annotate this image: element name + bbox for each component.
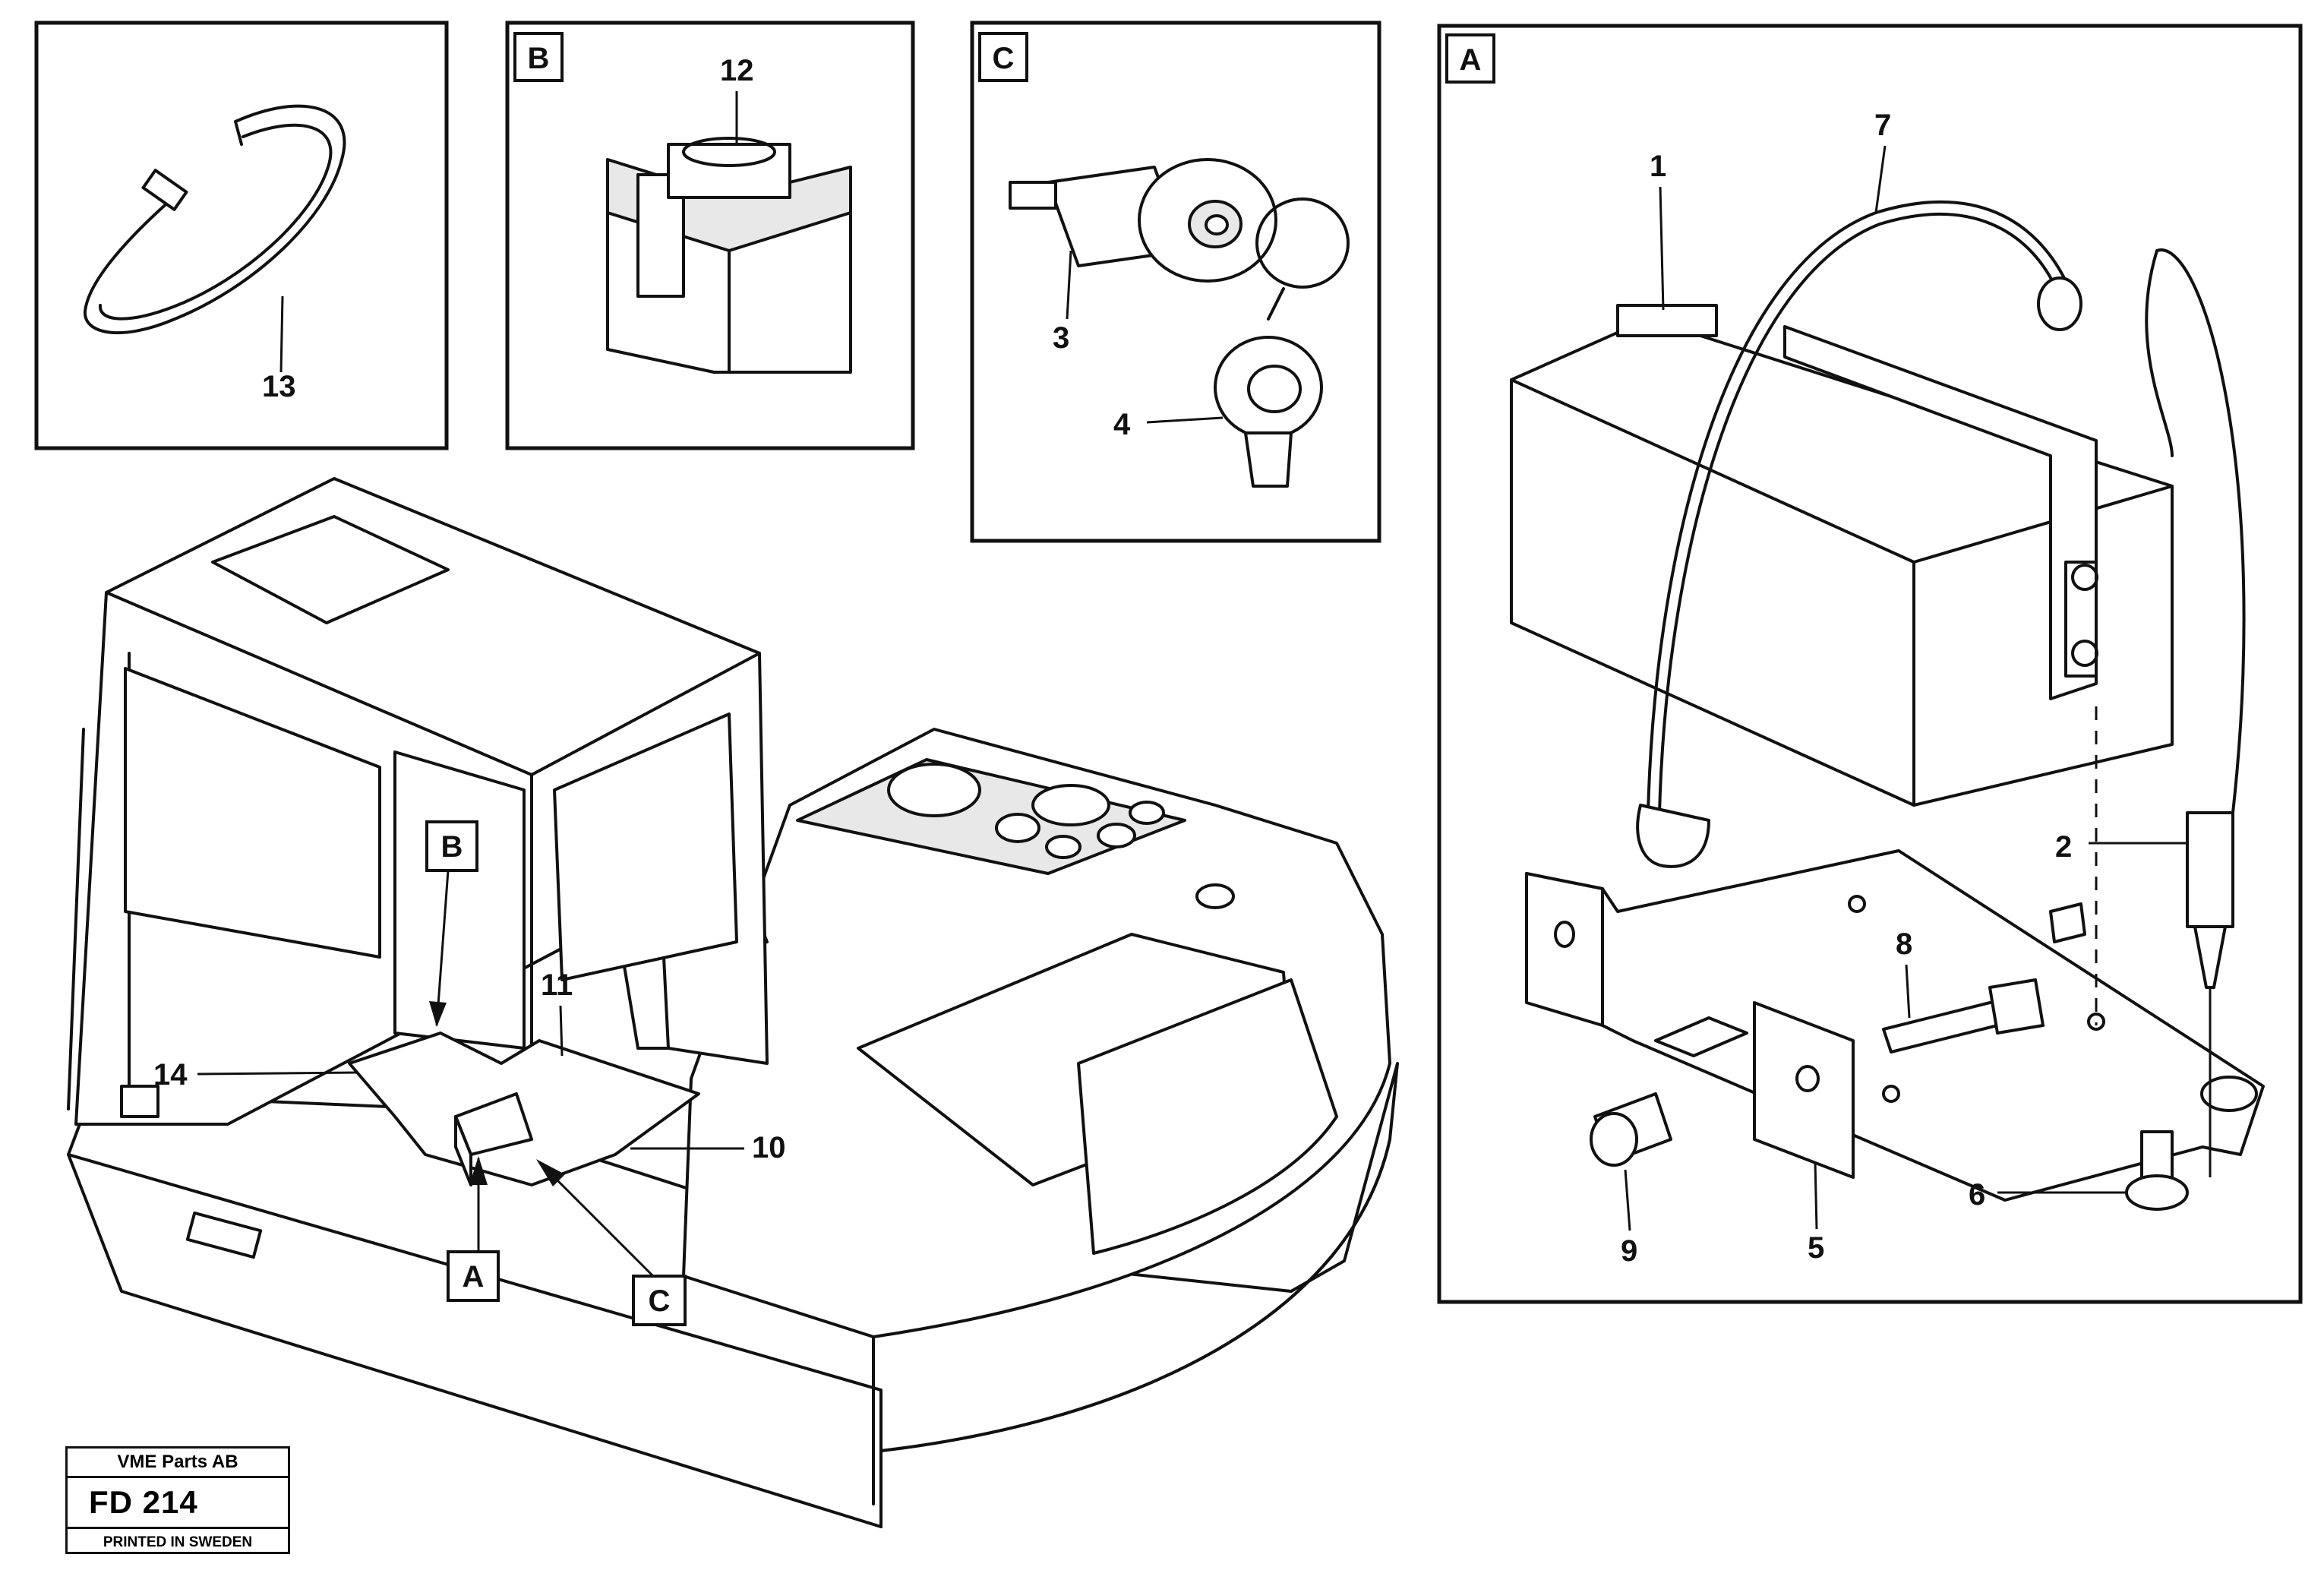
- callout-5: 5: [1808, 1231, 1824, 1265]
- cable-tie-drawing: [83, 104, 346, 335]
- callout-7: 7: [1874, 109, 1891, 142]
- callout-6: 6: [1969, 1178, 1985, 1212]
- bolt-8-drawing: [1882, 902, 2086, 1054]
- detail-tag-b: B: [528, 42, 550, 75]
- overview-tag-b: B: [441, 830, 463, 864]
- overview-tag-a-box: [447, 1250, 500, 1302]
- callout-10: 10: [752, 1131, 786, 1164]
- overview-tag-c-box: [632, 1275, 687, 1326]
- callout-11: 11: [541, 968, 573, 1002]
- callout-8: 8: [1896, 927, 1912, 961]
- overview-tag-c: C: [649, 1284, 671, 1318]
- drawing-number: FD 214: [68, 1478, 288, 1529]
- battery-drawing: [1510, 304, 2174, 807]
- sensor-cable-drawing: [2145, 248, 2246, 989]
- callout-9: 9: [1621, 1234, 1637, 1268]
- callout-4: 4: [1113, 408, 1131, 441]
- title-block: VME Parts AB FD 214 PRINTED IN SWEDEN: [65, 1446, 290, 1554]
- nut-9-drawing: [1590, 1092, 1672, 1167]
- panel-c-socket: C 3 4: [970, 21, 1381, 543]
- detail-tag-c: C: [993, 42, 1015, 75]
- panel-b-relay: B 12: [505, 21, 915, 450]
- company-name: VME Parts AB: [68, 1449, 288, 1478]
- socket-drawing: [1009, 158, 1350, 488]
- detail-tag-a: A: [1460, 43, 1482, 77]
- callout-12: 12: [720, 54, 754, 87]
- panel-a-battery: A: [1437, 24, 2303, 1304]
- excavator-overview: [67, 477, 1399, 1528]
- printed-note: PRINTED IN SWEDEN: [103, 1534, 253, 1550]
- ground-cable-drawing: [1636, 201, 2082, 868]
- overview-callouts: B A C 14 11 10: [153, 820, 786, 1326]
- relay-drawing: [606, 137, 852, 374]
- callout-2: 2: [2055, 830, 2072, 864]
- callout-13: 13: [262, 370, 296, 403]
- callout-14: 14: [153, 1058, 188, 1092]
- callout-3: 3: [1053, 321, 1069, 355]
- overview-tag-a: A: [463, 1260, 485, 1294]
- overview-tag-b-box: [425, 820, 478, 872]
- callout-1: 1: [1650, 150, 1666, 183]
- panel-cable-tie: 13: [34, 21, 449, 450]
